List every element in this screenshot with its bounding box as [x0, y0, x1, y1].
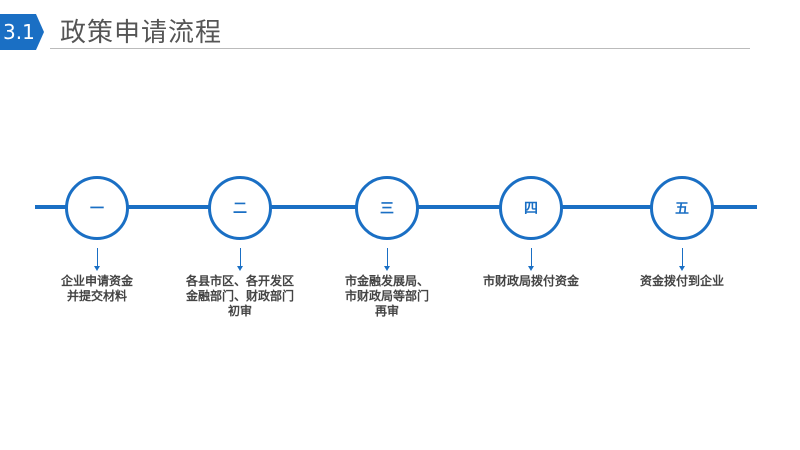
step-2: 二 各县市区、各开发区 金融部门、财政部门 初审: [150, 176, 330, 319]
step-circle: 一: [65, 176, 129, 240]
step-circle: 四: [499, 176, 563, 240]
step-5: 五 资金拨付到企业: [592, 176, 772, 289]
step-description: 各县市区、各开发区 金融部门、财政部门 初审: [185, 274, 294, 318]
title-divider: [50, 48, 750, 49]
section-number-badge: 3.1: [0, 14, 44, 50]
step-3: 三 市金融发展局、 市财政局等部门 再审: [297, 176, 477, 319]
arrow-down-icon: [527, 248, 534, 271]
arrow-down-icon: [93, 248, 100, 271]
step-description: 市金融发展局、 市财政局等部门 再审: [344, 274, 429, 318]
step-circle: 三: [355, 176, 419, 240]
page-title: 政策申请流程: [60, 18, 223, 48]
step-description: 资金拨付到企业: [639, 274, 724, 288]
step-description: 市财政局拨付资金: [482, 274, 579, 288]
arrow-down-icon: [678, 248, 685, 271]
step-circle: 五: [650, 176, 714, 240]
step-description: 企业申请资金 并提交材料: [60, 274, 133, 303]
arrow-down-icon: [236, 248, 243, 271]
step-4: 四 市财政局拨付资金: [441, 176, 621, 289]
arrow-down-icon: [383, 248, 390, 271]
step-1: 一 企业申请资金 并提交材料: [7, 176, 187, 304]
step-circle: 二: [208, 176, 272, 240]
